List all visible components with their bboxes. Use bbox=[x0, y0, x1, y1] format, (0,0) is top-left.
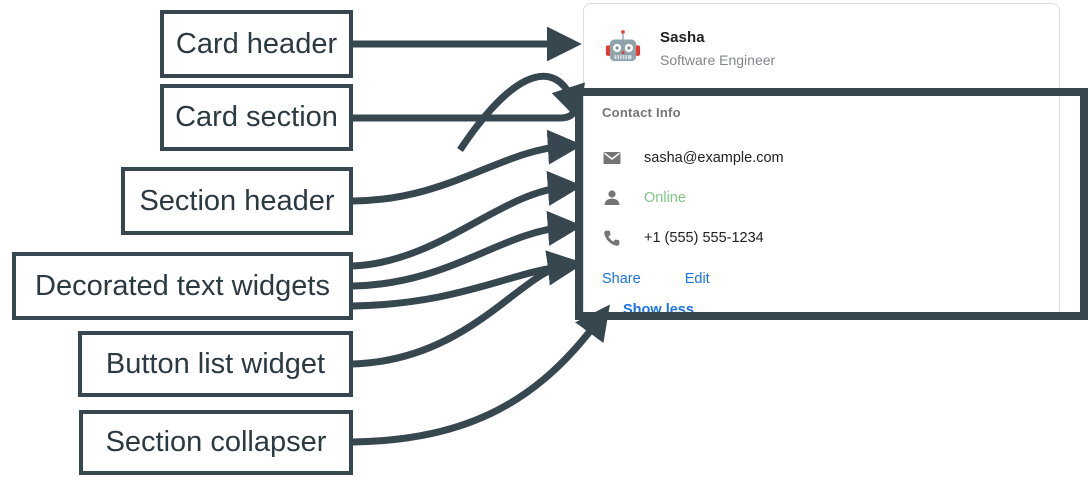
arrow-decorated-3 bbox=[352, 250, 583, 310]
arrow-card-section-tip bbox=[457, 72, 585, 152]
card-section: Contact Info sasha@example.com bbox=[584, 89, 1059, 318]
arrow-card-section bbox=[353, 105, 579, 122]
phone-value: +1 (555) 555-1234 bbox=[644, 230, 764, 246]
section-header: Contact Info bbox=[602, 105, 681, 120]
edit-button[interactable]: Edit bbox=[684, 271, 710, 287]
arrow-button-list bbox=[352, 250, 583, 368]
phone-icon bbox=[602, 228, 622, 248]
arrow-decorated-1 bbox=[352, 170, 583, 270]
arrow-section-collapser bbox=[352, 304, 610, 446]
annotation-section-header-label: Section header bbox=[139, 184, 335, 217]
card-header-title: Sasha bbox=[660, 28, 705, 46]
annotation-section-collapser-label: Section collapser bbox=[105, 426, 327, 458]
share-button[interactable]: Share bbox=[602, 271, 641, 287]
email-value: sasha@example.com bbox=[644, 150, 784, 166]
annotation-decorated-text-widgets: Decorated text widgets bbox=[12, 252, 353, 320]
status-value: Online bbox=[644, 190, 686, 206]
person-icon bbox=[602, 188, 622, 208]
email-icon bbox=[602, 148, 622, 168]
annotation-section-collapser: Section collapser bbox=[79, 410, 353, 475]
card-header-subtitle: Software Engineer bbox=[660, 51, 776, 68]
profile-card: Sasha Software Engineer Contact Info sas… bbox=[583, 3, 1060, 318]
button-list-widget: Share Edit bbox=[602, 262, 1059, 296]
decorated-text-widget-email: sasha@example.com bbox=[602, 138, 1059, 178]
annotation-decorated-text-widgets-label: Decorated text widgets bbox=[35, 269, 330, 302]
annotation-card-section: Card section bbox=[160, 84, 353, 151]
annotation-button-list-widget: Button list widget bbox=[78, 331, 353, 397]
decorated-text-widget-phone: +1 (555) 555-1234 bbox=[602, 218, 1059, 258]
annotation-section-header: Section header bbox=[121, 167, 353, 235]
annotation-card-section-label: Card section bbox=[175, 101, 338, 133]
arrow-decorated-2 bbox=[352, 210, 583, 290]
arrow-section-header bbox=[352, 129, 583, 205]
annotation-card-header-label: Card header bbox=[175, 27, 338, 60]
decorated-text-widget-status: Online bbox=[602, 178, 1059, 218]
annotation-card-header: Card header bbox=[160, 10, 353, 78]
card-header: Sasha Software Engineer bbox=[584, 4, 1059, 78]
annotation-button-list-widget-label: Button list widget bbox=[105, 347, 326, 380]
section-collapser-button[interactable]: Show less bbox=[623, 302, 694, 318]
robot-avatar-icon bbox=[605, 30, 641, 62]
